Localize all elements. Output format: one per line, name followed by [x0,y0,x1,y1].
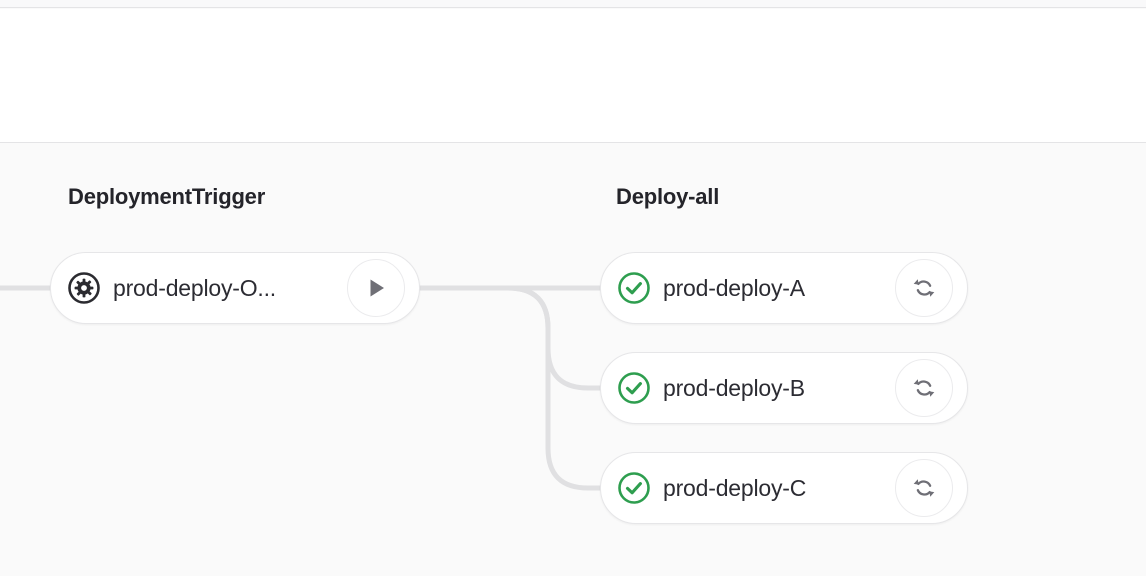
play-icon[interactable] [347,259,405,317]
node-label: prod-deploy-O... [113,274,276,301]
check-circle-icon [617,371,651,405]
node-prod-deploy-o[interactable]: prod-deploy-O... [50,252,420,324]
node-label: prod-deploy-C [663,474,807,501]
column-title-deploy-all: Deploy-all [616,184,720,209]
node-prod-deploy-a[interactable]: prod-deploy-A [600,252,968,324]
gear-in-circle-icon [67,271,101,305]
check-circle-icon [617,271,651,305]
node-prod-deploy-c[interactable]: prod-deploy-C [600,452,968,524]
refresh-icon[interactable] [895,259,953,317]
header-panel [0,9,1146,143]
check-circle-icon [617,471,651,505]
node-prod-deploy-b[interactable]: prod-deploy-B [600,352,968,424]
edge-trigger-to-c [505,285,603,491]
refresh-icon[interactable] [895,459,953,517]
column-title-deployment-trigger: DeploymentTrigger [68,184,266,209]
graph-canvas[interactable]: DeploymentTrigger Deploy-all [0,144,1146,576]
window-top-strip [0,0,1146,8]
refresh-icon[interactable] [895,359,953,417]
node-label: prod-deploy-A [663,274,805,301]
node-label: prod-deploy-B [663,374,805,401]
edge-trigger-to-b [505,285,603,391]
